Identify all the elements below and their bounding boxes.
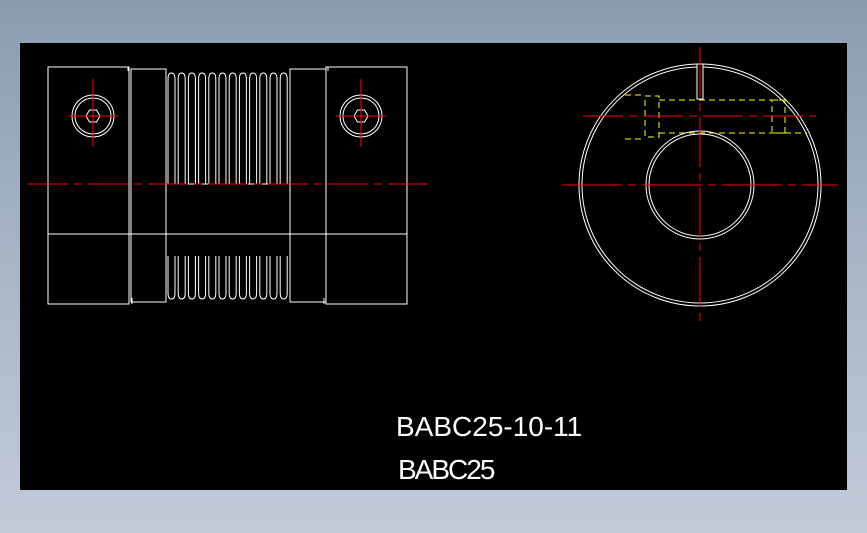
bellows-fold-bottom xyxy=(269,256,278,300)
bellows-fold-top xyxy=(269,72,278,184)
bellows-bottom-folds xyxy=(167,256,288,300)
right-hub-outer xyxy=(325,66,408,305)
bellows-fold-bottom xyxy=(177,256,186,300)
end-hidden-screw xyxy=(625,94,807,140)
bellows-fold-top xyxy=(259,72,268,184)
bellows-fold-bottom xyxy=(279,256,288,300)
cad-viewport[interactable]: BABC25-10-11 BABC25 xyxy=(20,43,847,490)
left-hub-outer xyxy=(47,66,130,305)
model-label: BABC25 xyxy=(398,454,495,485)
side-view xyxy=(47,66,408,305)
bellows-fold-bottom xyxy=(187,256,196,300)
bellows-fold-bottom xyxy=(198,256,207,300)
right-hub-inner xyxy=(289,68,327,303)
bellows-fold-top xyxy=(198,72,207,184)
bellows-fold-top xyxy=(228,72,237,184)
bellows-fold-bottom xyxy=(249,256,258,300)
bellows-fold-top xyxy=(249,72,258,184)
bellows-fold-top xyxy=(167,72,176,184)
coupling-drawing xyxy=(28,47,838,325)
bellows-fold-top xyxy=(208,72,217,184)
bellows-fold-bottom xyxy=(259,256,268,300)
bellows-fold-top xyxy=(238,72,247,184)
bellows-fold-top xyxy=(218,72,227,184)
end-centerlines xyxy=(562,47,838,325)
part-number-label: BABC25-10-11 xyxy=(396,411,583,442)
bellows-fold-bottom xyxy=(228,256,237,300)
bellows-fold-bottom xyxy=(208,256,217,300)
bellows-fold-bottom xyxy=(167,256,176,300)
side-centerlines xyxy=(28,79,430,185)
bellows-top-folds xyxy=(167,72,288,184)
left-hub-inner xyxy=(130,68,167,303)
bellows-fold-top xyxy=(177,72,186,184)
bellows-fold-bottom xyxy=(238,256,247,300)
bellows-fold-top xyxy=(279,72,288,184)
bellows-fold-bottom xyxy=(218,256,227,300)
bellows-fold-top xyxy=(187,72,196,184)
